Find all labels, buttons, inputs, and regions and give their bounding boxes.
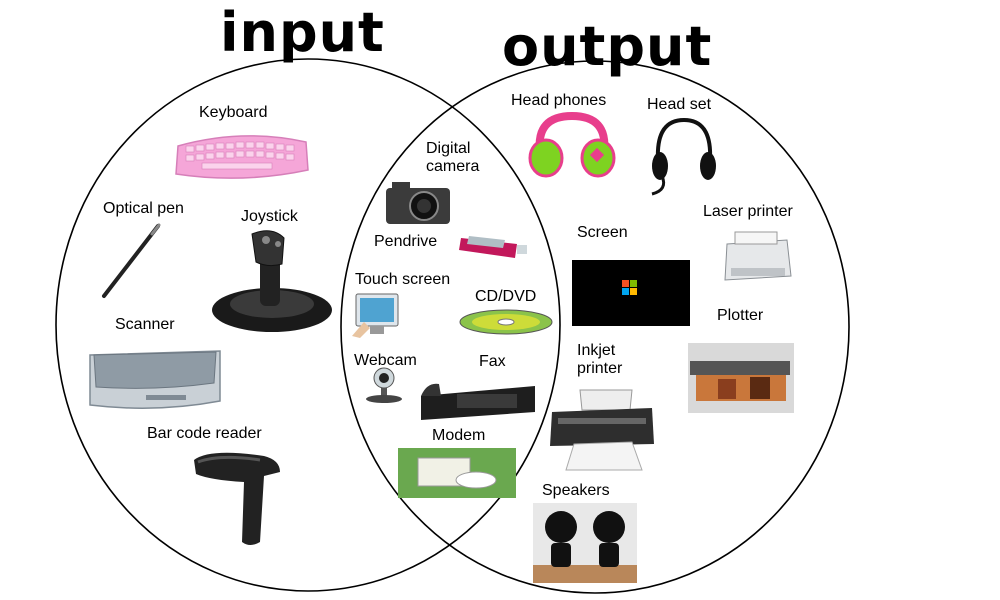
digital-camera-label-line2: camera bbox=[426, 158, 480, 175]
output-heading: output bbox=[502, 15, 713, 78]
touch-screen-label: Touch screen bbox=[355, 271, 451, 288]
webcam-image bbox=[362, 366, 406, 404]
modem-image bbox=[398, 448, 516, 498]
optical-pen-image bbox=[96, 220, 166, 300]
input-heading: input bbox=[220, 1, 385, 64]
head-set-image bbox=[648, 116, 720, 198]
screen-label: Screen bbox=[577, 224, 628, 241]
pendrive-image bbox=[455, 230, 529, 260]
joystick-image bbox=[208, 228, 336, 340]
speakers-label: Speakers bbox=[542, 482, 610, 499]
screen-image bbox=[572, 260, 690, 326]
plotter-image bbox=[688, 343, 794, 413]
optical-pen-label: Optical pen bbox=[103, 200, 184, 217]
head-phones-image bbox=[526, 112, 618, 182]
fax-label: Fax bbox=[479, 353, 506, 370]
fax-image bbox=[417, 376, 539, 424]
scanner-label: Scanner bbox=[115, 316, 175, 333]
pendrive-label: Pendrive bbox=[374, 233, 438, 250]
bar-code-reader-image bbox=[190, 446, 294, 550]
digital-camera-label-line1: Digital bbox=[426, 140, 471, 157]
joystick-label: Joystick bbox=[241, 208, 298, 225]
touch-screen-image bbox=[350, 292, 402, 340]
input-circle bbox=[55, 58, 561, 592]
speakers-image bbox=[533, 503, 637, 583]
head-set-label: Head set bbox=[647, 96, 712, 113]
modem-label: Modem bbox=[432, 427, 486, 444]
laser-printer-label: Laser printer bbox=[703, 203, 793, 220]
inkjet-printer-label-line1: Inkjet bbox=[577, 342, 616, 359]
output-circle bbox=[340, 60, 850, 594]
cd-dvd-image bbox=[458, 307, 554, 337]
inkjet-printer-label-line2: printer bbox=[577, 360, 623, 377]
head-phones-label: Head phones bbox=[511, 92, 607, 109]
scanner-image bbox=[86, 343, 224, 415]
inkjet-printer-image bbox=[546, 388, 658, 472]
plotter-label: Plotter bbox=[717, 307, 764, 324]
bar-code-reader-label: Bar code reader bbox=[147, 425, 262, 442]
webcam-label: Webcam bbox=[354, 352, 417, 369]
keyboard-image bbox=[172, 126, 312, 184]
keyboard-label: Keyboard bbox=[199, 104, 268, 121]
cd-dvd-label: CD/DVD bbox=[475, 288, 537, 305]
digital-camera-image bbox=[384, 180, 454, 226]
laser-printer-image bbox=[721, 230, 795, 286]
